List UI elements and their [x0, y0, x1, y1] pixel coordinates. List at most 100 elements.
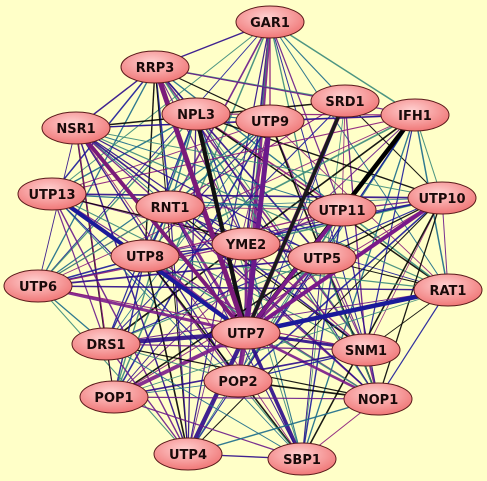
node-yme2[interactable]: YME2: [211, 227, 281, 261]
node-ifh1[interactable]: IFH1: [380, 98, 450, 132]
edge-ifh1-utp8: [144, 114, 416, 257]
node-ellipse[interactable]: [153, 437, 223, 471]
edge-strong-nsr1-utp7: [74, 126, 248, 335]
edge-rnt1-nop1: [169, 206, 379, 400]
edge-npl3-utp11: [195, 113, 343, 211]
node-ellipse[interactable]: [79, 380, 149, 414]
edge-utp10-sbp1: [301, 197, 443, 460]
edge-pop1-sbp1: [113, 396, 303, 460]
node-utp10[interactable]: UTP10: [407, 181, 477, 215]
node-ellipse[interactable]: [343, 382, 413, 416]
edge-utp8-utp4: [144, 255, 189, 455]
edge-rrp3-rnt1: [154, 66, 171, 208]
node-ellipse[interactable]: [41, 111, 111, 145]
node-drs1[interactable]: DRS1: [71, 327, 141, 361]
node-utp11[interactable]: UTP11: [307, 193, 377, 227]
edge-pop1-nop1: [113, 396, 379, 400]
node-ellipse[interactable]: [17, 177, 87, 211]
edge-rat1-nop1: [377, 289, 449, 400]
edge-utp13-utp4: [51, 193, 189, 455]
edge-gar1-ifh1: [269, 21, 416, 116]
node-rat1[interactable]: RAT1: [413, 273, 483, 307]
edge-utp5-sbp1: [301, 257, 323, 460]
node-ellipse[interactable]: [110, 239, 180, 273]
node-rnt1[interactable]: RNT1: [135, 190, 205, 224]
node-nop1[interactable]: NOP1: [343, 382, 413, 416]
edge-srd1-utp11: [341, 100, 346, 211]
edge-utp13-sbp1: [51, 193, 303, 460]
node-pop2[interactable]: POP2: [203, 364, 273, 398]
edge-npl3-ifh1: [195, 113, 416, 116]
node-utp9[interactable]: UTP9: [235, 104, 305, 138]
edge-ifh1-utp6: [37, 114, 416, 287]
edge-utp5-pop2: [237, 257, 323, 382]
edge-utp11-nop1: [341, 209, 379, 400]
node-ellipse[interactable]: [135, 190, 205, 224]
node-ellipse[interactable]: [235, 104, 305, 138]
node-ellipse[interactable]: [331, 333, 401, 367]
edge-utp9-utp13: [51, 120, 271, 195]
edge-rnt1-pop1: [113, 206, 171, 398]
node-ellipse[interactable]: [267, 442, 337, 476]
node-ellipse[interactable]: [307, 193, 377, 227]
edge-strong-utp9-utp7: [243, 120, 273, 334]
edge-npl3-utp6: [37, 113, 197, 287]
edge-strong-npl3-utp7: [193, 113, 249, 334]
node-pop1[interactable]: POP1: [79, 380, 149, 414]
node-ellipse[interactable]: [161, 97, 231, 131]
edge-utp6-snm1: [37, 285, 367, 351]
node-ellipse[interactable]: [211, 227, 281, 261]
node-ellipse[interactable]: [120, 50, 190, 84]
node-utp8[interactable]: UTP8: [110, 239, 180, 273]
edge-nop1-utp4: [187, 398, 379, 455]
node-utp13[interactable]: UTP13: [17, 177, 87, 211]
edge-utp10-snm1: [365, 197, 443, 351]
edge-ifh1-sbp1: [301, 114, 416, 460]
edge-utp13-drs1: [51, 193, 107, 345]
edge-rat1-drs1: [105, 289, 449, 345]
node-ellipse[interactable]: [235, 5, 305, 39]
node-utp5[interactable]: UTP5: [287, 241, 357, 275]
edge-npl3-utp8: [144, 113, 197, 257]
node-utp4[interactable]: UTP4: [153, 437, 223, 471]
node-npl3[interactable]: NPL3: [161, 97, 231, 131]
node-ellipse[interactable]: [413, 273, 483, 307]
node-ellipse[interactable]: [310, 84, 380, 118]
edge-utp8-pop1: [113, 255, 146, 398]
edge-utp5-nop1: [321, 257, 379, 400]
node-ellipse[interactable]: [380, 98, 450, 132]
node-ellipse[interactable]: [287, 241, 357, 275]
edge-npl3-yme2: [195, 113, 247, 245]
edge-nsr1-utp10: [75, 127, 443, 199]
edge-utp13-utp10: [51, 193, 443, 199]
edge-nsr1-utp4: [75, 127, 189, 455]
node-gar1[interactable]: GAR1: [235, 5, 305, 39]
node-ellipse[interactable]: [211, 316, 281, 350]
node-sbp1[interactable]: SBP1: [267, 442, 337, 476]
node-ellipse[interactable]: [407, 181, 477, 215]
node-rrp3[interactable]: RRP3: [120, 50, 190, 84]
node-ellipse[interactable]: [203, 364, 273, 398]
edge-rrp3-utp6: [37, 66, 156, 287]
edge-utp6-utp7: [37, 284, 247, 335]
edge-rrp3-yme2: [154, 66, 247, 245]
edge-utp7-sbp1: [244, 332, 304, 460]
node-ellipse[interactable]: [71, 327, 141, 361]
node-nsr1[interactable]: NSR1: [41, 111, 111, 145]
edge-utp8-rat1: [144, 255, 449, 291]
edge-utp8-sbp1: [144, 255, 303, 460]
edge-rnt1-utp6: [37, 206, 171, 287]
node-utp7[interactable]: UTP7: [211, 316, 281, 350]
edge-strong-utp11-utp7: [244, 208, 344, 335]
node-ellipse[interactable]: [3, 269, 73, 303]
node-srd1[interactable]: SRD1: [310, 84, 380, 118]
node-snm1[interactable]: SNM1: [331, 333, 401, 367]
edge-utp5-drs1: [105, 257, 323, 345]
node-utp6[interactable]: UTP6: [3, 269, 73, 303]
edge-yme2-snm1: [245, 243, 367, 351]
edge-rat1-pop1: [113, 289, 449, 398]
edge-utp6-rat1: [37, 285, 449, 291]
edge-strong-rat1-utp7: [245, 287, 449, 336]
edge-srd1-drs1: [105, 100, 346, 345]
